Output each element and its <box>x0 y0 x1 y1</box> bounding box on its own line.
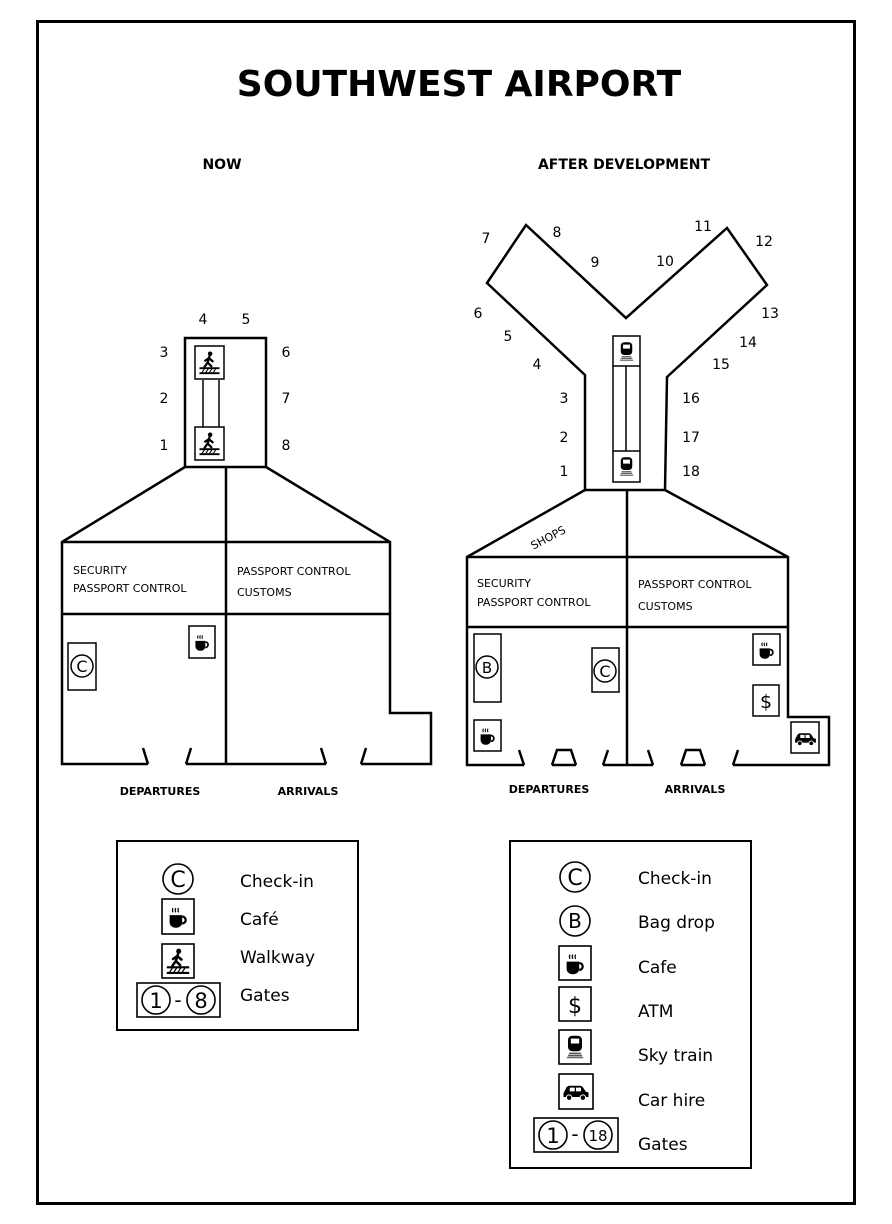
atm-icon: $ <box>760 691 772 713</box>
check-in-symbol: C <box>599 662 610 681</box>
legend-gates-box <box>533 1117 619 1153</box>
after-atm-box <box>752 684 780 717</box>
after-room-customs: CUSTOMS <box>638 600 693 613</box>
after-departures-label: DEPARTURES <box>509 783 590 796</box>
now-terminal-walls <box>60 465 433 766</box>
legend-label-atm: ATM <box>638 1002 673 1022</box>
after-gate-13: 13 <box>761 306 779 322</box>
now-departures-label: DEPARTURES <box>120 785 201 798</box>
legend-check-in-symbol: C <box>567 866 582 891</box>
atm-icon: $ <box>568 994 582 1019</box>
gates-icon <box>538 1120 568 1150</box>
gates-icon <box>583 1120 613 1150</box>
sky-train-icon <box>566 1035 584 1059</box>
legend-label-bag-drop: Bag drop <box>638 913 715 933</box>
after-gate-10: 10 <box>656 254 674 270</box>
after-check-in-desk <box>591 647 620 693</box>
now-room-passport-control: PASSPORT CONTROL <box>73 582 187 595</box>
now-gate-2: 2 <box>160 391 169 407</box>
after-gate-4: 4 <box>533 357 542 373</box>
now-room-security: SECURITY <box>73 564 127 577</box>
after-legend-box <box>509 840 752 1169</box>
legend-label-cafe: Cafe <box>638 958 677 978</box>
check-in-icon <box>593 659 617 683</box>
now-plan: 1 2 3 4 5 6 7 8 SECURITY PASSPORT CONTRO… <box>60 312 433 798</box>
legend-gates-end: 18 <box>588 1127 607 1145</box>
bag-drop-symbol: B <box>482 659 492 677</box>
after-gate-8: 8 <box>553 225 562 241</box>
after-gate-9: 9 <box>591 255 600 271</box>
after-gate-15: 15 <box>712 357 730 373</box>
after-bag-drop-desk <box>473 633 502 703</box>
legend-label-check-in: Check-in <box>638 869 712 889</box>
check-in-icon <box>559 861 591 893</box>
after-gate-7: 7 <box>482 231 491 247</box>
legend-label-sky-train: Sky train <box>638 1046 713 1066</box>
bag-drop-icon <box>475 655 499 679</box>
after-gate-18: 18 <box>682 464 700 480</box>
after-room-passport-control-arrivals: PASSPORT CONTROL <box>638 578 752 591</box>
now-legend: C Check-in Café Walkway 1 - 8 Gates <box>116 840 359 1031</box>
after-gate-1: 1 <box>560 464 569 480</box>
now-gate-8: 8 <box>282 438 291 454</box>
after-gate-5: 5 <box>504 329 513 345</box>
now-gate-1: 1 <box>160 438 169 454</box>
after-gate-6: 6 <box>474 306 483 322</box>
legend-gates-start: 1 <box>149 989 162 1013</box>
legend-check-in-symbol: C <box>170 868 185 893</box>
after-room-passport-control: PASSPORT CONTROL <box>477 596 591 609</box>
now-gate-4: 4 <box>199 312 208 328</box>
after-gate-2: 2 <box>560 430 569 446</box>
legend-gates-start: 1 <box>546 1124 559 1148</box>
after-gate-11: 11 <box>694 219 712 235</box>
now-gate-3: 3 <box>160 345 169 361</box>
now-room-customs: CUSTOMS <box>237 586 292 599</box>
legend-label-cafe: Café <box>240 910 279 930</box>
now-gate-7: 7 <box>282 391 291 407</box>
check-in-icon <box>162 863 194 895</box>
legend-gates-box <box>136 982 221 1018</box>
after-y-pier <box>485 223 769 492</box>
after-arrivals-label: ARRIVALS <box>665 783 726 796</box>
after-shops-label: SHOPS <box>529 523 568 552</box>
legend-label-car-hire: Car hire <box>638 1091 705 1111</box>
check-in-symbol: C <box>76 657 87 676</box>
after-cafe-box-departures <box>473 719 502 752</box>
legend-bag-drop-symbol: B <box>568 909 582 933</box>
sky-train-icon <box>619 456 634 477</box>
sky-train-icon <box>619 341 634 362</box>
now-gate-5: 5 <box>242 312 251 328</box>
gates-icon <box>141 985 171 1015</box>
after-gate-17: 17 <box>682 430 700 446</box>
after-exit-doors <box>517 748 740 766</box>
now-exit-doors <box>141 747 368 765</box>
bag-drop-icon <box>559 905 591 937</box>
after-gate-14: 14 <box>739 335 757 351</box>
legend-gates-sep: - <box>174 988 181 1012</box>
now-gate-6: 6 <box>282 345 291 361</box>
legend-label-gates: Gates <box>240 986 290 1006</box>
now-check-in-desk <box>67 642 97 691</box>
legend-label-gates: Gates <box>638 1135 688 1155</box>
after-room-security: SECURITY <box>477 577 531 590</box>
page-title: SOUTHWEST AIRPORT <box>237 64 682 105</box>
after-gate-12: 12 <box>755 234 773 250</box>
after-plan: 1 2 3 4 5 6 7 8 9 10 11 12 13 14 15 16 1… <box>465 219 831 796</box>
now-arrivals-label: ARRIVALS <box>278 785 339 798</box>
after-heading: AFTER DEVELOPMENT <box>538 157 711 173</box>
now-room-passport-control-arrivals: PASSPORT CONTROL <box>237 565 351 578</box>
after-gate-3: 3 <box>560 391 569 407</box>
legend-atm-box <box>558 986 592 1022</box>
after-legend: C Check-in B Bag drop Cafe $ ATM Sky tra… <box>509 840 752 1169</box>
check-in-icon <box>70 654 94 678</box>
now-heading: NOW <box>202 157 241 173</box>
gates-icon <box>186 985 216 1015</box>
legend-gates-end: 8 <box>194 989 207 1013</box>
legend-label-check-in: Check-in <box>240 872 314 892</box>
legend-gates-sep: - <box>571 1122 578 1146</box>
after-gate-16: 16 <box>682 391 700 407</box>
legend-label-walkway: Walkway <box>240 948 315 968</box>
